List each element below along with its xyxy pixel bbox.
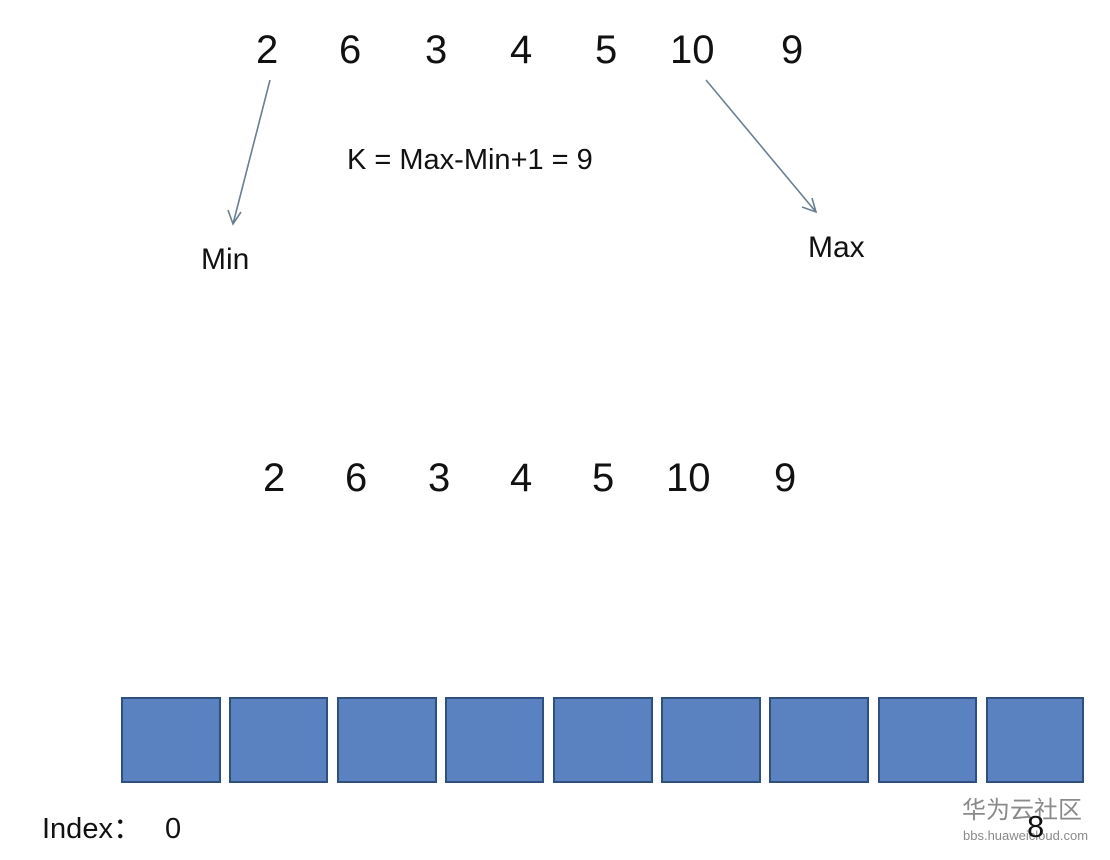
formula-text: K = Max-Min+1 = 9 <box>347 144 593 176</box>
bottom-number: 2 <box>263 456 286 500</box>
top-number: 6 <box>339 28 362 72</box>
bottom-number: 3 <box>428 456 451 500</box>
top-number: 3 <box>425 28 448 72</box>
min-label: Min <box>201 243 250 276</box>
watermark-url: bbs.huaweicloud.com <box>963 828 1089 843</box>
top-number: 9 <box>781 28 804 72</box>
array-cell <box>986 697 1084 783</box>
array-cell <box>229 697 328 783</box>
watermark-title: 华为云社区 <box>962 797 1082 824</box>
bottom-number: 10 <box>666 456 711 500</box>
array-cell <box>337 697 437 783</box>
bottom-number: 5 <box>592 456 615 500</box>
top-number: 5 <box>595 28 618 72</box>
array-cell <box>445 697 544 783</box>
array-cell <box>661 697 761 783</box>
index-last: 8 <box>1027 809 1045 844</box>
count-array <box>121 697 1084 785</box>
array-cell <box>769 697 869 783</box>
max-arrow <box>705 79 818 214</box>
bottom-number: 9 <box>774 456 797 500</box>
array-cell <box>121 697 221 783</box>
array-cell <box>553 697 653 783</box>
top-number: 4 <box>510 28 533 72</box>
index-label: Index： <box>42 813 142 845</box>
max-label: Max <box>808 231 865 264</box>
bottom-number: 6 <box>345 456 368 500</box>
index-first: 0 <box>165 813 182 845</box>
array-cell <box>878 697 977 783</box>
min-arrow <box>227 79 271 226</box>
bottom-number: 4 <box>510 456 533 500</box>
top-number: 2 <box>256 28 279 72</box>
top-number: 10 <box>670 28 715 72</box>
